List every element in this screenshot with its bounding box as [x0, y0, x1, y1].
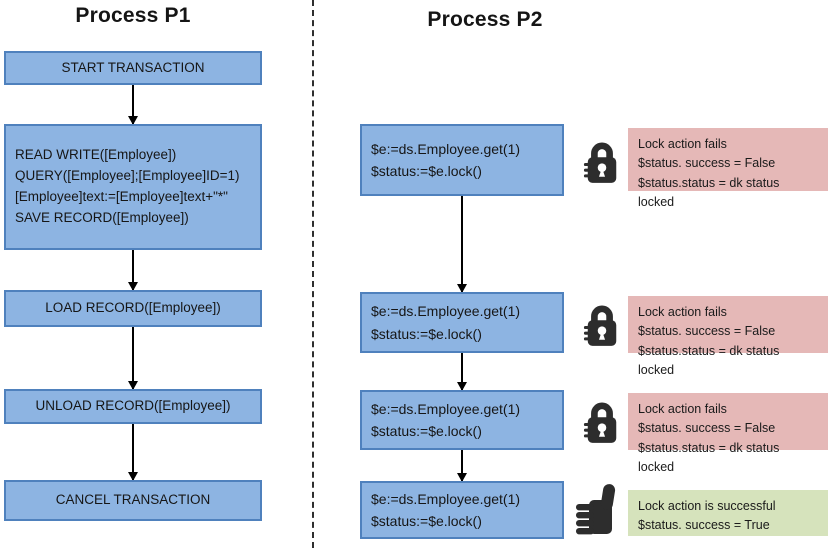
node-code-line: SAVE RECORD([Employee])	[15, 209, 189, 225]
note-line: Lock action fails	[638, 305, 727, 319]
node-code-line: QUERY([Employee];[Employee]ID=1)	[15, 168, 240, 184]
node-label: START TRANSACTION	[61, 59, 205, 75]
p2-node-lock-attempt-1: $e:=ds.Employee.get(1) $status:=$e.lock(…	[360, 124, 564, 196]
node-code-line: $e:=ds.Employee.get(1)	[371, 303, 521, 320]
node-code-line: $status:=$e.lock()	[371, 325, 482, 342]
lock-fail-note: Lock action fails $status. success = Fal…	[628, 296, 828, 377]
node-code-line: $e:=ds.Employee.get(1)	[371, 490, 521, 507]
lock-icon	[583, 302, 621, 348]
thumbs-up-icon	[575, 483, 625, 537]
lock-fail-note: Lock action fails $status. success = Fal…	[628, 128, 828, 209]
note-line: $status. success = False	[638, 421, 776, 436]
note-line: $status.status = dk status locked	[638, 343, 780, 378]
node-code-line: $status:=$e.lock()	[371, 163, 482, 179]
flow-arrow-down	[461, 196, 463, 292]
note-line: $status.status = dk status locked	[638, 440, 780, 475]
node-code-line: $e:=ds.Employee.get(1)	[371, 140, 521, 157]
node-label: UNLOAD RECORD([Employee])	[35, 398, 231, 414]
node-label: LOAD RECORD([Employee])	[45, 300, 221, 316]
note-line: $status. success = False	[638, 156, 776, 171]
flow-arrow-down	[132, 424, 134, 480]
note-line: $status. success = True	[638, 518, 770, 533]
p1-node-cancel-transaction: CANCEL TRANSACTION	[4, 480, 262, 521]
node-code-line: $status:=$e.lock()	[371, 423, 482, 439]
process-divider-dashed-line	[312, 0, 314, 548]
node-label: CANCEL TRANSACTION	[55, 492, 211, 508]
process-p1-title: Process P1	[75, 4, 191, 27]
note-line: Lock action fails	[638, 402, 727, 416]
note-line: $status. success = False	[638, 324, 776, 339]
p1-node-read-write-query: READ WRITE([Employee]) QUERY([Employee];…	[4, 124, 262, 250]
flow-arrow-down	[132, 85, 134, 124]
node-code-line: $e:=ds.Employee.get(1)	[371, 400, 521, 417]
p1-node-start-transaction: START TRANSACTION	[4, 51, 262, 85]
node-code-line: [Employee]text:=[Employee]text+"*"	[15, 189, 228, 204]
p1-node-load-record: LOAD RECORD([Employee])	[4, 290, 262, 327]
flow-arrow-down	[461, 353, 463, 390]
flow-arrow-down	[132, 327, 134, 389]
p2-node-lock-attempt-2: $e:=ds.Employee.get(1) $status:=$e.lock(…	[360, 292, 564, 353]
flow-arrow-down	[461, 450, 463, 481]
lock-icon	[583, 399, 621, 445]
flow-arrow-down	[132, 250, 134, 290]
p2-node-lock-attempt-3: $e:=ds.Employee.get(1) $status:=$e.lock(…	[360, 390, 564, 450]
p2-node-lock-attempt-4: $e:=ds.Employee.get(1) $status:=$e.lock(…	[360, 481, 564, 539]
node-code-line: READ WRITE([Employee])	[15, 147, 177, 163]
lock-icon	[583, 139, 621, 185]
lock-success-note: Lock action is successful $status. succe…	[628, 490, 828, 536]
node-code-line: $status:=$e.lock()	[371, 513, 482, 529]
p1-node-unload-record: UNLOAD RECORD([Employee])	[4, 389, 262, 424]
process-p2-title: Process P2	[427, 8, 543, 31]
note-line: Lock action is successful	[638, 499, 776, 513]
note-line: $status.status = dk status locked	[638, 175, 780, 210]
note-line: Lock action fails	[638, 137, 727, 151]
lock-fail-note: Lock action fails $status. success = Fal…	[628, 393, 828, 474]
